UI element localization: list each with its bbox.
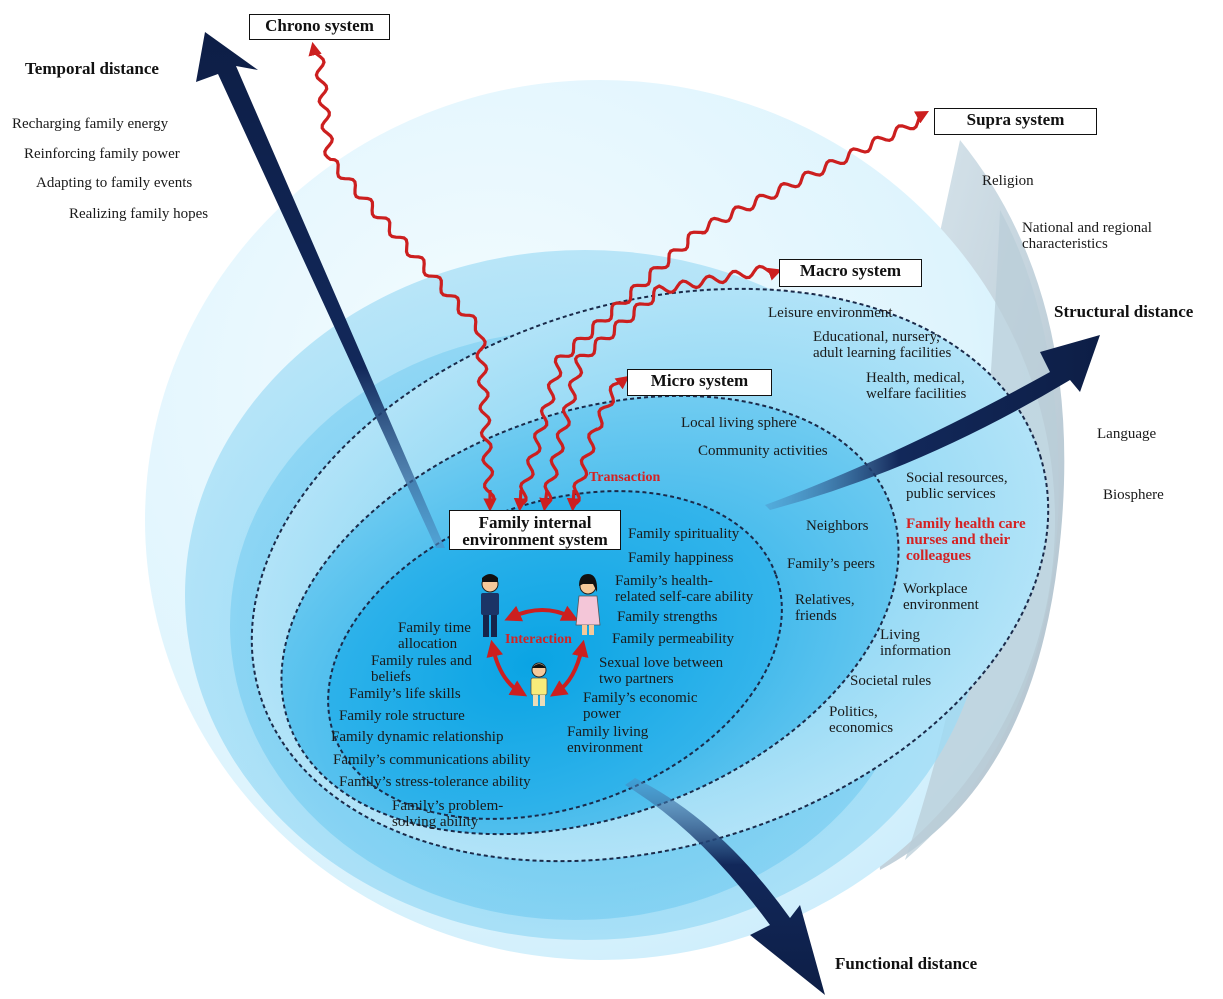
family-item: Family’s problem- solving ability <box>392 798 504 830</box>
chrono-item: Realizing family hopes <box>69 206 209 222</box>
interaction-label: Interaction <box>505 632 572 647</box>
interaction-arrow-left <box>486 639 528 697</box>
transaction-label: Transaction <box>589 470 661 485</box>
macro-item: Workplace environment <box>903 581 979 613</box>
family-item: Family’s economic power <box>583 690 698 722</box>
child-figure <box>530 662 548 706</box>
transaction-arrows <box>308 41 930 507</box>
interaction-arrow-right <box>550 639 589 697</box>
macro-item: Health, medical, welfare facilities <box>866 370 967 402</box>
micro-transaction-arrow <box>572 375 630 507</box>
structural-distance-label: Structural distance <box>1054 302 1194 321</box>
micro-item: Relatives, friends <box>795 592 855 624</box>
supra-item-national: National and regional characteristics <box>1022 220 1152 252</box>
macro-item: Social resources, public services <box>906 470 1008 502</box>
micro-item: Community activities <box>698 443 828 459</box>
supra-item-religion: Religion <box>982 173 1034 189</box>
family-item: Family strengths <box>617 609 718 625</box>
family-item: Family living environment <box>567 724 649 756</box>
macro-item: Educational, nursery, adult learning fac… <box>813 329 952 361</box>
micro-system-box: Micro system <box>627 369 772 396</box>
father-figure <box>481 574 499 637</box>
family-item: Family dynamic relationship <box>331 729 504 745</box>
family-internal-environment-box: Family internal environment system <box>449 510 621 550</box>
chrono-item: Reinforcing family power <box>24 146 180 162</box>
transaction-arrow-heads <box>483 489 581 512</box>
interaction-arrow-top <box>504 605 579 622</box>
chrono-transaction-arrow <box>308 41 496 507</box>
macro-item: Living information <box>880 627 951 659</box>
mother-figure <box>575 574 601 635</box>
micro-item: Neighbors <box>806 518 869 534</box>
family-item: Sexual love between two partners <box>599 655 724 687</box>
family-item: Family permeability <box>612 631 735 647</box>
family-item: Family’s life skills <box>349 686 461 702</box>
functional-distance-arrow <box>625 778 825 995</box>
macro-item-nurses: Family health care nurses and their coll… <box>906 516 1026 564</box>
micro-item: Family’s peers <box>787 556 875 572</box>
family-item: Family happiness <box>628 550 734 566</box>
family-item: Family spirituality <box>628 526 740 542</box>
macro-item: Politics, economics <box>829 704 894 736</box>
family-item: Family’s stress-tolerance ability <box>339 774 531 790</box>
temporal-distance-arrow <box>196 32 445 548</box>
interaction-arrows <box>486 605 589 697</box>
supra-system-box: Supra system <box>934 108 1097 135</box>
chrono-item: Recharging family energy <box>12 116 169 132</box>
chrono-system-box: Chrono system <box>249 14 390 40</box>
micro-item: Local living sphere <box>681 415 797 431</box>
functional-distance-label: Functional distance <box>835 954 978 973</box>
family-item: Family rules and beliefs <box>371 653 472 685</box>
chrono-item: Adapting to family events <box>36 175 193 191</box>
supra-transaction-arrow <box>519 111 930 507</box>
macro-item: Societal rules <box>850 673 932 689</box>
family-item: Family’s communications ability <box>333 752 531 768</box>
structural-distance-arrow <box>765 335 1100 510</box>
macro-transaction-arrow <box>543 264 783 507</box>
temporal-distance-label: Temporal distance <box>25 59 159 78</box>
family-item: Family time allocation <box>398 620 471 652</box>
family-item: Family’s health- related self-care abili… <box>615 573 754 605</box>
macro-system-box: Macro system <box>779 259 922 287</box>
supra-item-biosphere: Biosphere <box>1103 487 1164 503</box>
family-item: Family role structure <box>339 708 465 724</box>
supra-item-language: Language <box>1097 426 1157 442</box>
macro-item: Leisure environment <box>768 305 893 321</box>
